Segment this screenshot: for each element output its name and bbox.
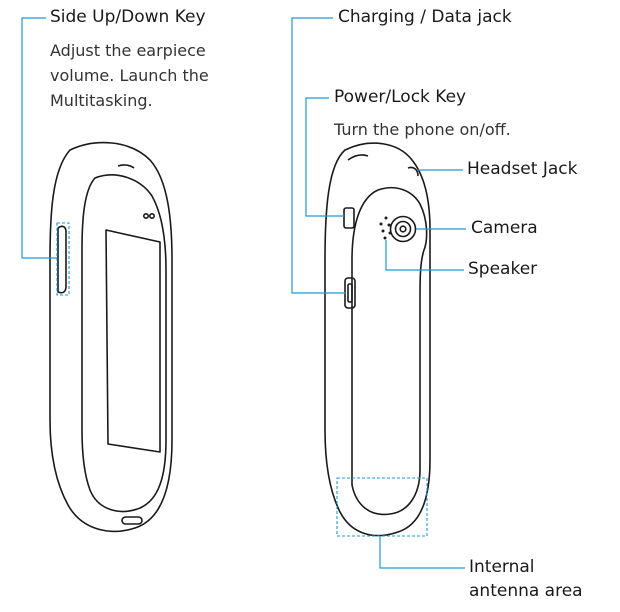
front-phone bbox=[49, 141, 173, 533]
side-key-highlight bbox=[56, 222, 70, 296]
speaker-leader bbox=[385, 240, 464, 271]
back-leaders bbox=[291, 17, 466, 569]
headset-label: Headset Jack bbox=[467, 159, 578, 179]
antenna-label-line-1: Internal bbox=[469, 557, 535, 577]
side-key-desc-line: volume. Launch the bbox=[50, 66, 209, 85]
antenna-area-highlight bbox=[336, 477, 428, 537]
side-key-desc-line: Adjust the earpiece bbox=[50, 41, 206, 60]
power-description: Turn the phone on/off. bbox=[334, 120, 511, 139]
back-phone bbox=[324, 142, 431, 537]
antenna-leader bbox=[379, 536, 465, 569]
side-key-description: Adjust the earpiece volume. Launch the M… bbox=[50, 38, 209, 113]
speaker-label: Speaker bbox=[468, 259, 538, 279]
side-key-label: Side Up/Down Key bbox=[50, 7, 206, 27]
speaker-dots bbox=[379, 216, 392, 240]
side-key-desc-line: Multitasking. bbox=[50, 91, 153, 110]
charging-leader bbox=[291, 17, 346, 294]
camera-label: Camera bbox=[471, 218, 538, 238]
charging-label: Charging / Data jack bbox=[338, 7, 512, 27]
side-key-leader bbox=[21, 17, 57, 259]
power-label: Power/Lock Key bbox=[334, 87, 467, 107]
antenna-label-line-2: antenna area bbox=[469, 581, 583, 601]
power-leader bbox=[305, 97, 344, 217]
